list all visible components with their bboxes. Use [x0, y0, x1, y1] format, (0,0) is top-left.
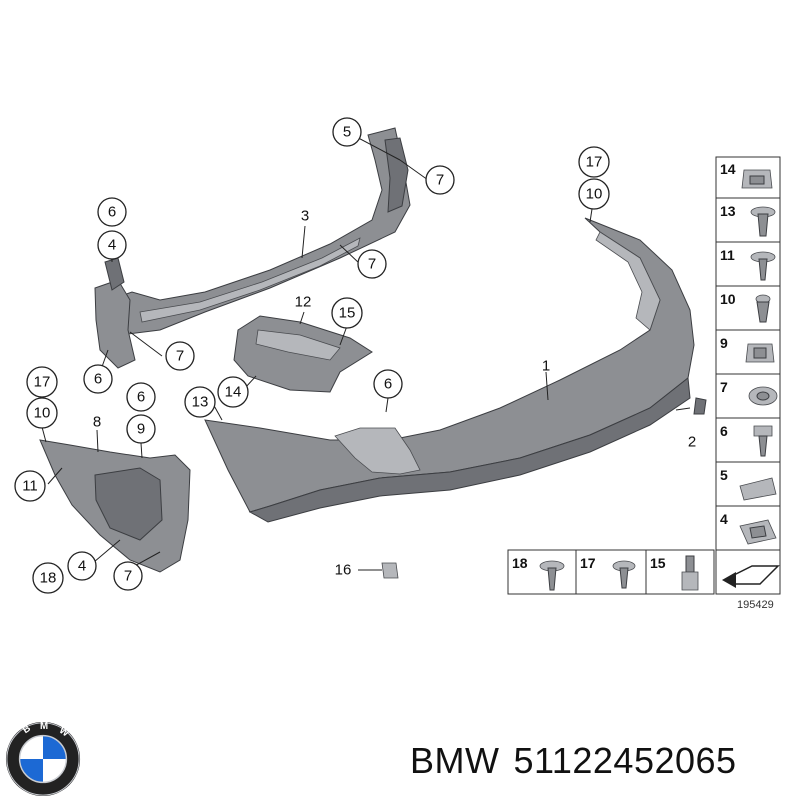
svg-text:7: 7 — [176, 348, 184, 365]
hw-num-17: 17 — [580, 555, 596, 571]
footer-part-label: BMW 51122452065 — [410, 740, 751, 782]
hardware-table-bottom: 18 17 15 195429 — [507, 549, 781, 611]
reflector-clip — [675, 397, 707, 415]
flat-head-screw-icon — [612, 560, 636, 589]
hw-num-11: 11 — [720, 247, 735, 263]
logo-letter-m: M — [40, 721, 48, 732]
left-lower-bracket — [39, 439, 191, 573]
callout-11: 11 — [14, 470, 46, 502]
callout-2: 2 — [688, 434, 696, 451]
hw-num-5: 5 — [720, 467, 728, 483]
svg-text:7: 7 — [436, 172, 444, 189]
svg-text:4: 4 — [78, 558, 86, 575]
svg-text:6: 6 — [137, 389, 145, 406]
svg-text:16: 16 — [335, 562, 352, 579]
callout-6c: 6 — [373, 369, 403, 399]
clip-nut-icon — [741, 169, 773, 189]
svg-text:6: 6 — [108, 204, 116, 221]
svg-text:4: 4 — [108, 237, 116, 254]
callout-8: 8 — [93, 414, 101, 431]
hw-num-9: 9 — [720, 335, 728, 351]
svg-text:15: 15 — [339, 305, 356, 322]
hw-num-10: 10 — [720, 291, 736, 307]
callout-12: 12 — [295, 294, 312, 311]
hw-num-14: 14 — [720, 161, 736, 177]
hardware-table-right: 14 13 11 10 9 — [715, 156, 781, 551]
u-clip-icon — [739, 477, 777, 501]
clip-16 — [381, 562, 399, 579]
callout-7d: 7 — [113, 561, 143, 591]
svg-text:18: 18 — [40, 570, 57, 587]
hw-num-7: 7 — [720, 379, 728, 395]
bolt-icon — [753, 425, 773, 457]
svg-text:6: 6 — [384, 376, 392, 393]
plastic-rivet-icon — [755, 294, 771, 323]
callout-6b: 6 — [83, 364, 113, 394]
svg-text:13: 13 — [192, 394, 209, 411]
callout-7c: 7 — [165, 341, 195, 371]
hw-num-6: 6 — [720, 423, 728, 439]
hw-num-18: 18 — [512, 555, 528, 571]
nut-icon — [748, 386, 778, 406]
svg-text:10: 10 — [586, 186, 603, 203]
svg-text:6: 6 — [94, 371, 102, 388]
callout-17b: 17 — [26, 366, 58, 398]
callout-4a: 4 — [97, 230, 127, 260]
callout-17a: 17 — [578, 146, 610, 178]
callout-14: 14 — [217, 376, 249, 408]
callout-6d: 6 — [126, 382, 156, 412]
callout-7a: 7 — [425, 165, 455, 195]
svg-text:2: 2 — [688, 434, 696, 451]
spring-nut-icon — [745, 343, 775, 363]
svg-text:17: 17 — [34, 374, 51, 391]
expanding-rivet-icon — [750, 206, 776, 237]
svg-text:12: 12 — [295, 294, 312, 311]
screw-icon — [750, 251, 776, 281]
svg-text:7: 7 — [124, 568, 132, 585]
svg-text:1: 1 — [542, 358, 550, 375]
svg-text:3: 3 — [301, 208, 309, 225]
callout-1: 1 — [542, 358, 550, 375]
diagram-id: 195429 — [737, 599, 774, 611]
callout-16: 16 — [335, 562, 352, 579]
callout-9: 9 — [126, 414, 156, 444]
direction-arrow-icon — [722, 565, 780, 588]
callout-10a: 10 — [578, 178, 610, 210]
callout-4b: 4 — [67, 551, 97, 581]
hw-num-4: 4 — [720, 511, 728, 527]
svg-text:9: 9 — [137, 421, 145, 438]
callout-10b: 10 — [26, 397, 58, 429]
rear-bumper-carrier — [107, 127, 411, 335]
retaining-clip-icon — [739, 519, 777, 545]
svg-text:10: 10 — [34, 405, 51, 422]
callout-7b: 7 — [357, 249, 387, 279]
svg-text:5: 5 — [343, 124, 351, 141]
hw-num-15: 15 — [650, 555, 666, 571]
callout-18: 18 — [32, 562, 64, 594]
self-tapping-screw-icon — [539, 560, 565, 591]
callout-13: 13 — [184, 386, 216, 418]
svg-text:14: 14 — [225, 384, 242, 401]
callout-5: 5 — [332, 117, 362, 147]
hw-num-13: 13 — [720, 203, 736, 219]
left-upper-guide-bracket — [94, 257, 136, 369]
noise-insulation-panel — [233, 315, 373, 393]
part-number: 51122452065 — [513, 740, 737, 781]
callout-6a: 6 — [97, 197, 127, 227]
svg-text:8: 8 — [93, 414, 101, 431]
bmw-logo: B M W — [5, 721, 81, 797]
bumper-trim-panel — [204, 217, 695, 523]
callout-3: 3 — [301, 208, 309, 225]
callout-15a: 15 — [331, 297, 363, 329]
stud-icon — [681, 555, 699, 591]
brand-name: BMW — [410, 740, 500, 781]
svg-text:17: 17 — [586, 154, 603, 171]
svg-text:7: 7 — [368, 256, 376, 273]
svg-text:11: 11 — [22, 478, 38, 495]
